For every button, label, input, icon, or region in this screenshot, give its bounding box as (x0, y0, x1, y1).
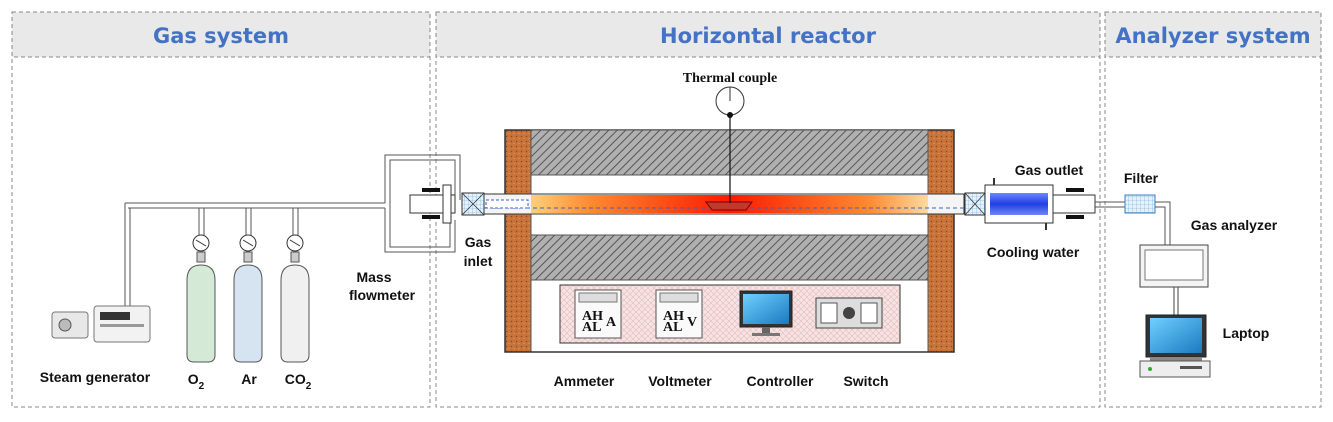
gas-system-panel: Gas system (11, 11, 431, 408)
controller-monitor (739, 290, 793, 336)
control-panel: AH AL A AH AL V (559, 284, 901, 344)
svg-text:AH: AH (582, 309, 603, 324)
horizontal-reactor-title: Horizontal reactor (660, 24, 877, 48)
horizontal-reactor-panel: Horizontal reactor (435, 11, 1101, 408)
svg-text:V: V (687, 315, 697, 330)
cooling-jacket (990, 193, 1048, 215)
ammeter-label: Ammeter (554, 373, 615, 389)
steam-generator: Steam generator (40, 305, 151, 385)
cooling-water-label: Cooling water (987, 244, 1080, 260)
laptop-label: Laptop (1223, 325, 1270, 341)
gas-system-title: Gas system (153, 24, 289, 48)
steam-generator-label: Steam generator (40, 369, 151, 385)
heater-bottom (530, 234, 929, 281)
controller-label: Controller (747, 373, 814, 389)
analyzer-system-title: Analyzer system (1115, 24, 1310, 48)
gas-outlet-label: Gas outlet (1015, 162, 1084, 178)
gas-cylinder-co2: CO2 (280, 234, 312, 392)
svg-text:Mass: Mass (356, 269, 391, 285)
reactor: Thermal couple (409, 71, 1115, 353)
voltmeter-label: Voltmeter (648, 373, 712, 389)
svg-text:AH: AH (663, 309, 684, 324)
gas-cylinder-ar: Ar (233, 234, 263, 387)
switch-device (815, 297, 883, 329)
ammeter-device: AH AL A (574, 289, 622, 339)
gas-lines (124, 154, 461, 312)
svg-text:flowmeter: flowmeter (349, 287, 416, 303)
svg-text:AL: AL (663, 320, 682, 335)
analyzer-system-panel: Analyzer system (1104, 11, 1322, 408)
gas-analyzer-label: Gas analyzer (1191, 217, 1278, 233)
svg-text:inlet: inlet (464, 253, 493, 269)
switch-label: Switch (843, 373, 888, 389)
gas-inlet-label: Gas inlet (464, 234, 493, 269)
mass-flowmeter-label: Mass flowmeter (349, 269, 416, 303)
svg-text:Gas: Gas (465, 234, 492, 250)
furnace-wall-left (504, 129, 532, 353)
svg-text:AL: AL (582, 320, 601, 335)
filter-device (1124, 194, 1156, 214)
filter-label: Filter (1124, 170, 1159, 186)
gas-cylinder-o2: O2 (186, 234, 216, 392)
furnace-wall-right (927, 129, 955, 353)
co2-label: CO2 (285, 371, 312, 392)
ar-label: Ar (241, 371, 257, 387)
thermal-couple-label: Thermal couple (683, 71, 778, 86)
svg-text:A: A (606, 315, 617, 330)
voltmeter-device: AH AL V (655, 289, 703, 339)
o2-label: O2 (188, 371, 205, 392)
analyzer-equipment (1115, 194, 1211, 378)
